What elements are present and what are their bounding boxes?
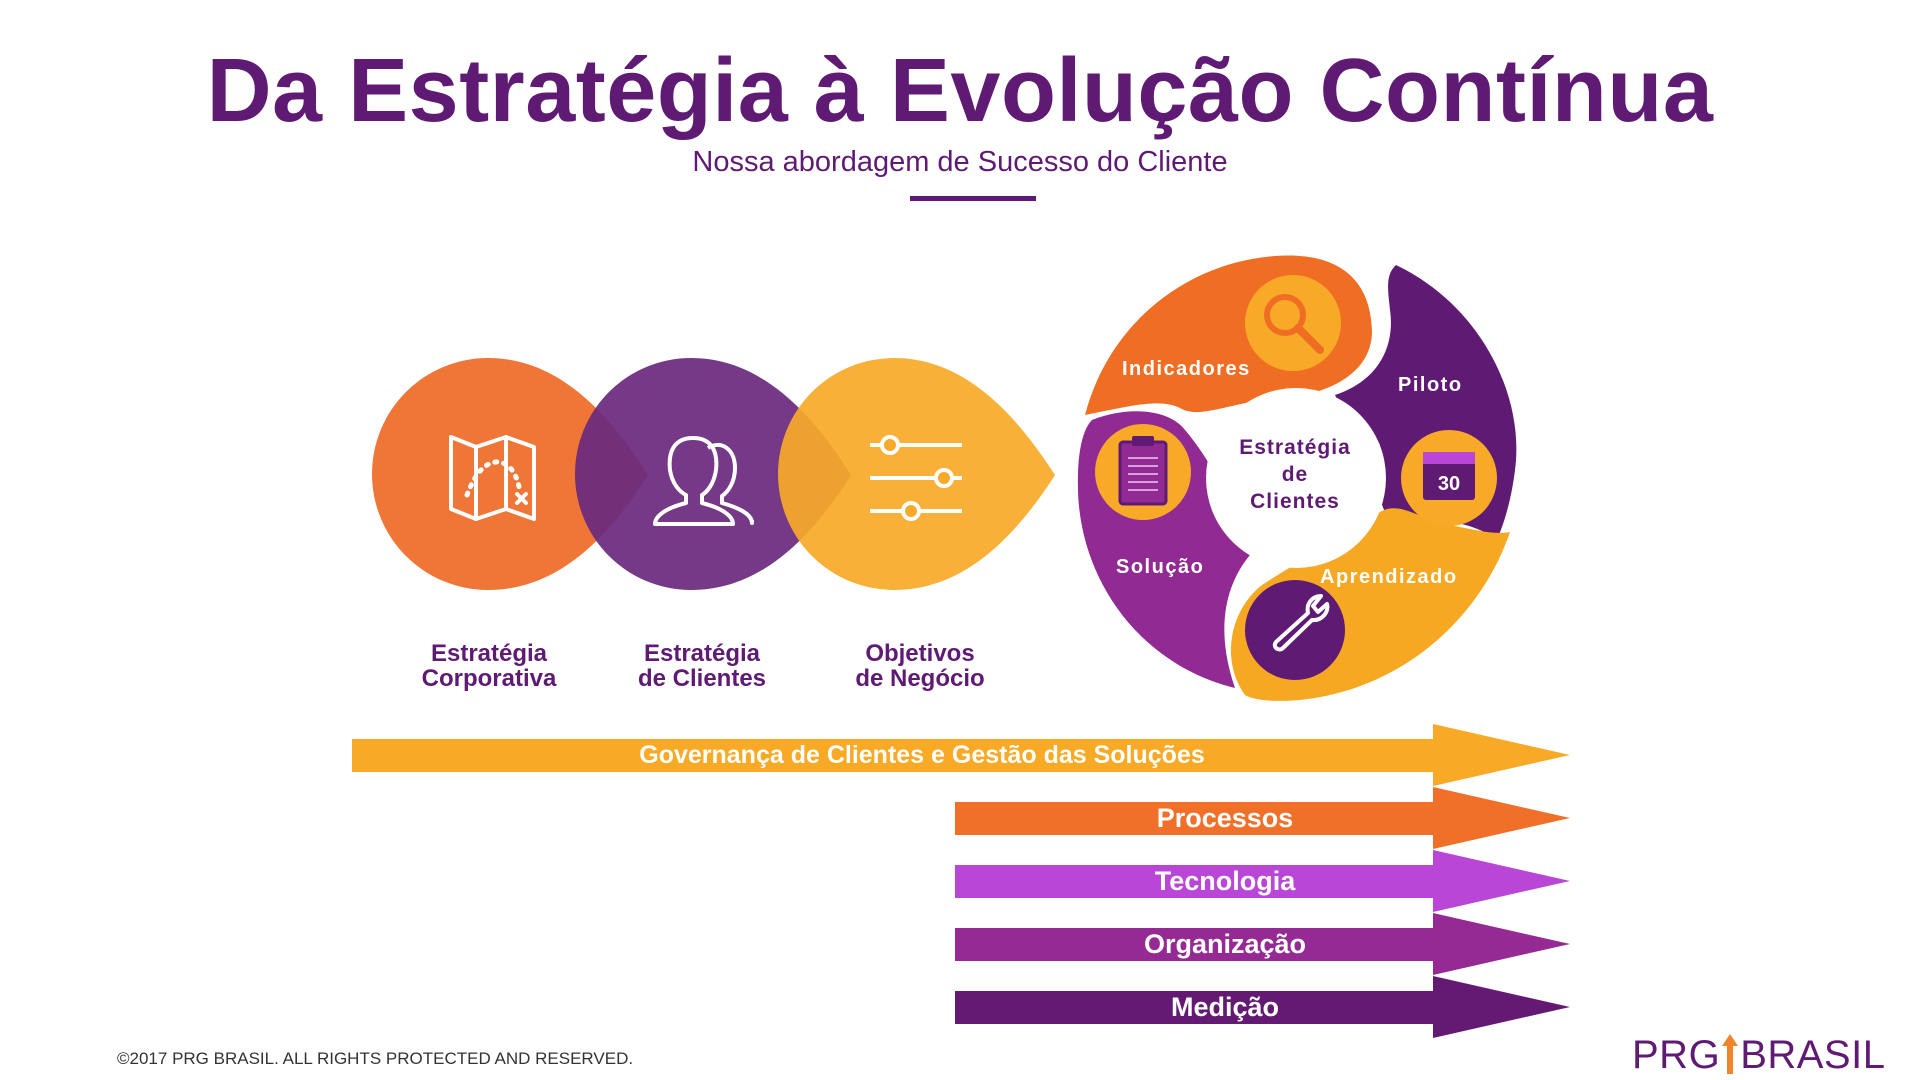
arrow-governanca (352, 724, 1570, 786)
step-label-objetivos-de-negocio: Objetivos de Negócio (855, 640, 985, 692)
arrow-medicao (955, 976, 1570, 1038)
logo-text-right: BRASIL (1740, 1033, 1886, 1077)
wrench-icon (1272, 594, 1330, 652)
logo-arrow-icon (1722, 1034, 1739, 1074)
wheel-label-indicadores: Indicadores (1122, 358, 1251, 380)
title-underline (910, 196, 1036, 201)
wheel-label-piloto: Piloto (1398, 374, 1463, 396)
copyright-footer: ©2017 PRG BRASIL. ALL RIGHTS PROTECTED A… (117, 1049, 634, 1068)
clipboard-icon (1118, 436, 1168, 506)
arrow-tecnologia (955, 850, 1570, 912)
step-shape-estrategia-corporativa (372, 358, 648, 590)
magnifier-icon (1264, 294, 1324, 354)
arrow-label-processos: Processos (1156, 803, 1294, 833)
page-title: Da Estratégia à Evolução Contínua (206, 41, 1714, 141)
page-subtitle: Nossa abordagem de Sucesso do Cliente (692, 146, 1228, 178)
arrow-organizacao (955, 913, 1570, 975)
wheel-center-label: Estratégia de Clientes (1239, 436, 1351, 513)
logo-text-left: PRG (1632, 1033, 1721, 1077)
wheel-label-aprendizado: Aprendizado (1320, 566, 1458, 588)
arrow-label-organizacao: Organização (1143, 929, 1307, 959)
prg-brasil-logo: PRG BRASIL (1632, 1033, 1885, 1078)
arrow-label-governanca: Governança de Clientes e Gestão das Solu… (639, 741, 1205, 769)
arrow-label-tecnologia: Tecnologia (1154, 866, 1296, 896)
arrow-label-medicao: Medição (1170, 992, 1280, 1022)
arrows (352, 724, 1570, 1038)
step-shapes (372, 358, 1055, 590)
step-label-estrategia-de-clientes: Estratégia de Clientes (637, 640, 767, 692)
step-label-estrategia-corporativa: Estratégia Corporativa (421, 640, 557, 692)
calendar-day: 30 (1438, 473, 1460, 495)
arrow-processos (955, 787, 1570, 849)
sliders-icon (870, 435, 962, 521)
users-icon (653, 436, 754, 526)
wheel-label-solucao: Solução (1116, 556, 1205, 578)
step-shape-estrategia-de-clientes (575, 358, 851, 590)
calendar-icon: 30 (1423, 452, 1475, 500)
step-shape-objetivos-de-negocio (778, 358, 1055, 590)
map-icon (449, 435, 536, 521)
